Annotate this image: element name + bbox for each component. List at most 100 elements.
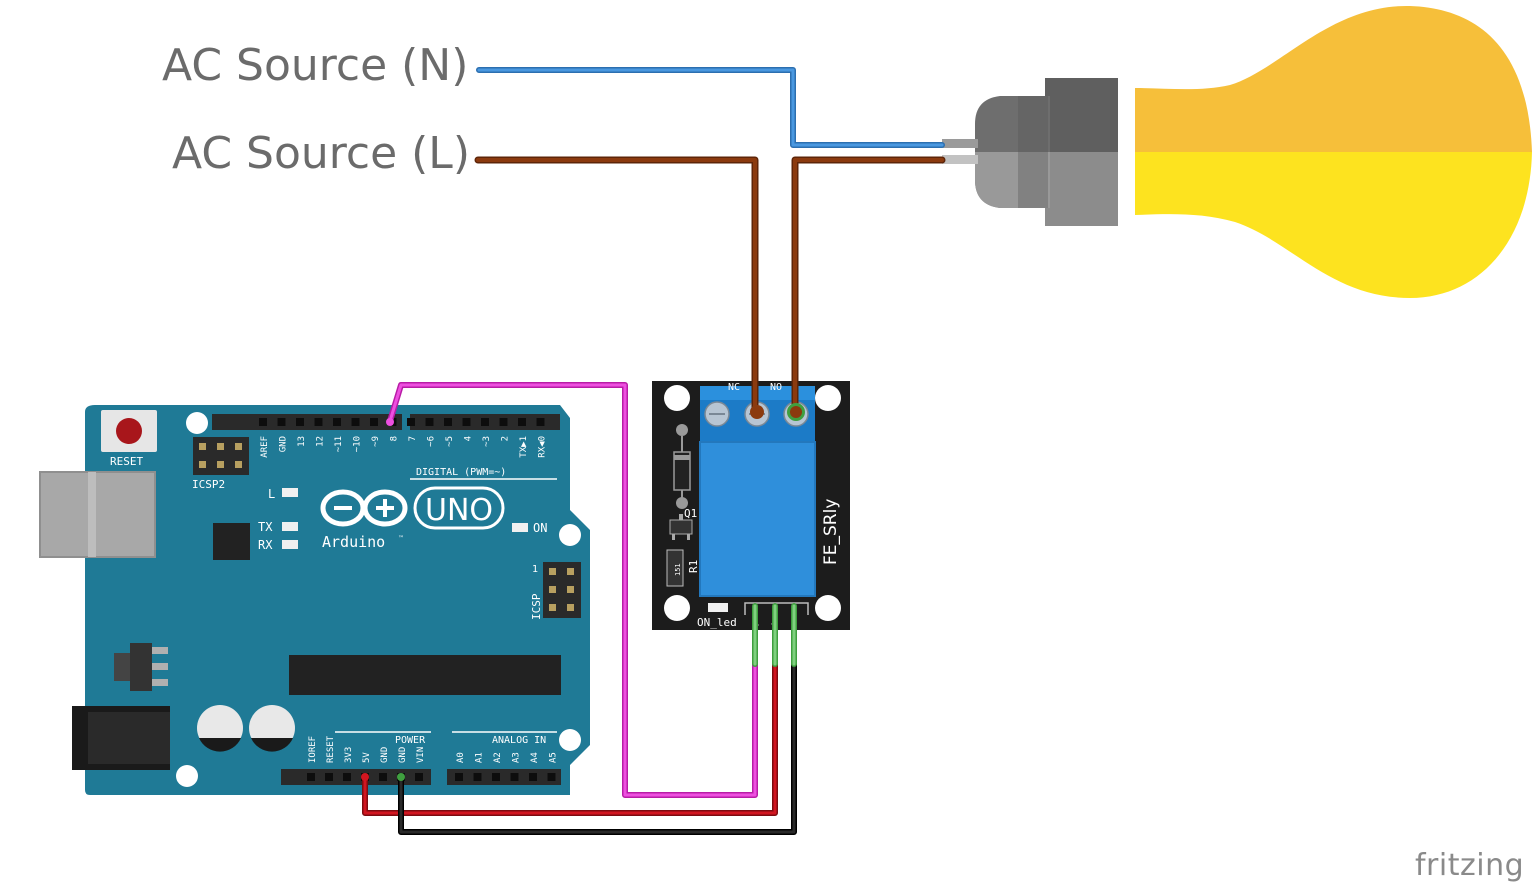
ac-source-live-label: AC Source (L) — [172, 128, 470, 179]
pin-label: A4 — [530, 752, 540, 763]
pin-label: ~10 — [353, 436, 363, 452]
icsp-label: ICSP — [530, 593, 543, 620]
header-pin-socket[interactable] — [492, 773, 500, 781]
header-pin-socket[interactable] — [370, 418, 378, 426]
voltage-regulator — [114, 643, 168, 691]
mounting-hole — [559, 524, 581, 546]
pin-label: A2 — [493, 752, 503, 763]
wire-neutral[interactable] — [476, 67, 945, 148]
nc-label: NC — [728, 382, 740, 393]
pin-label: ~11 — [334, 436, 344, 452]
icsp2-header — [193, 437, 249, 475]
atmega328-chip — [289, 655, 561, 695]
pin-label: VIN — [416, 747, 426, 763]
pin-label: 2 — [501, 436, 511, 441]
pin-label: IOREF — [308, 736, 318, 763]
pin-label: GND — [380, 747, 390, 763]
icsp-pin1-label: 1 — [532, 564, 538, 575]
header-pin-socket[interactable] — [536, 418, 545, 426]
header-pin-socket[interactable] — [343, 773, 351, 781]
analog-in-label: ANALOG IN — [492, 735, 546, 746]
led-on-label: ON — [533, 521, 547, 535]
pin-label: 12 — [316, 436, 326, 447]
relay-module: NC NO FE_SRly Q1 151 R1 ON — [652, 381, 850, 630]
q1-label: Q1 — [684, 507, 697, 520]
pin-label: A5 — [549, 752, 559, 763]
capacitor — [249, 705, 295, 752]
mounting-hole — [815, 595, 841, 621]
header-pin-socket[interactable] — [425, 418, 434, 426]
relay-name-label: FE_SRly — [821, 499, 841, 565]
resistor-r1 — [666, 549, 684, 587]
light-bulb — [942, 5, 1532, 298]
arduino-brand-label: Arduino — [322, 533, 385, 551]
mounting-hole — [664, 595, 690, 621]
wire-live-switched[interactable] — [791, 156, 946, 416]
header-pin-socket[interactable] — [455, 773, 463, 781]
pin-label: A3 — [512, 752, 522, 763]
r1-label: R1 — [687, 560, 700, 573]
pin-label: 8 — [390, 436, 400, 441]
pin-label: GND — [398, 747, 408, 763]
header-pin-socket[interactable] — [333, 418, 341, 426]
on-led-label: ON_led — [697, 616, 737, 629]
resistor-code-label: 151 — [674, 563, 682, 576]
header-pin-socket[interactable] — [277, 418, 286, 426]
reset-label: RESET — [110, 455, 143, 468]
bulb-glass-top — [1135, 5, 1532, 153]
header-pin-socket[interactable] — [499, 418, 508, 426]
header-pin-socket[interactable] — [296, 418, 304, 426]
header-pin-socket[interactable] — [325, 773, 333, 781]
icsp2-label: ICSP2 — [192, 478, 225, 491]
header-pin-socket[interactable] — [307, 773, 315, 781]
mounting-hole — [815, 385, 841, 411]
reset-button[interactable] — [101, 410, 157, 452]
bulb-terminal-top — [942, 139, 978, 148]
led-l-label: L — [268, 487, 275, 501]
led-on — [512, 523, 528, 532]
header-pin-socket[interactable] — [510, 773, 519, 781]
analog-header — [447, 769, 561, 785]
bulb-glass-bottom — [1135, 152, 1532, 298]
header-pin-socket[interactable] — [351, 418, 360, 426]
header-pin-socket[interactable] — [529, 773, 537, 781]
header-pin-socket[interactable] — [473, 773, 482, 781]
led-tx-label: TX — [258, 520, 273, 534]
header-pin-socket[interactable] — [415, 773, 423, 781]
arduino-uno-board: RESET ICSP2 L TX RX ON — [39, 405, 590, 795]
header-pin-socket[interactable] — [444, 418, 452, 426]
header-pin-socket[interactable] — [407, 418, 415, 426]
icsp-header — [543, 562, 581, 618]
header-pin-socket[interactable] — [481, 418, 489, 426]
pin-label: A1 — [475, 752, 485, 763]
arduino-logo: UNO Arduino ™ — [320, 486, 505, 551]
power-header — [281, 769, 431, 785]
wire-live-source[interactable] — [474, 156, 759, 416]
digital-label: DIGITAL (PWM=~) — [416, 467, 506, 478]
led-rx — [282, 540, 298, 549]
led-tx — [282, 522, 298, 531]
pin-label: 13 — [297, 436, 307, 447]
uno-label: UNO — [425, 493, 493, 528]
mounting-hole — [664, 385, 690, 411]
pin-label: AREF — [260, 436, 270, 458]
header-pin-socket[interactable] — [547, 773, 556, 781]
pin-label: TX▶1 — [519, 436, 529, 458]
led-rx-label: RX — [258, 538, 273, 552]
ac-source-neutral-label: AC Source (N) — [162, 40, 469, 91]
header-pin-socket[interactable] — [462, 418, 471, 426]
pin-label: 4 — [464, 436, 474, 441]
pin-label: ~3 — [482, 436, 492, 447]
header-pin-socket[interactable] — [314, 418, 323, 426]
transistor-q1 — [669, 514, 693, 540]
header-pin-socket[interactable] — [518, 418, 526, 426]
relay-on-led — [708, 603, 728, 612]
header-pin-socket[interactable] — [379, 773, 387, 781]
fritzing-watermark: fritzing — [1415, 848, 1525, 883]
header-pin-socket[interactable] — [259, 418, 267, 426]
arduino-pcb — [85, 405, 590, 795]
bulb-terminal-bottom — [942, 155, 978, 164]
mounting-hole — [559, 729, 581, 751]
pin-label: RESET — [326, 735, 336, 763]
